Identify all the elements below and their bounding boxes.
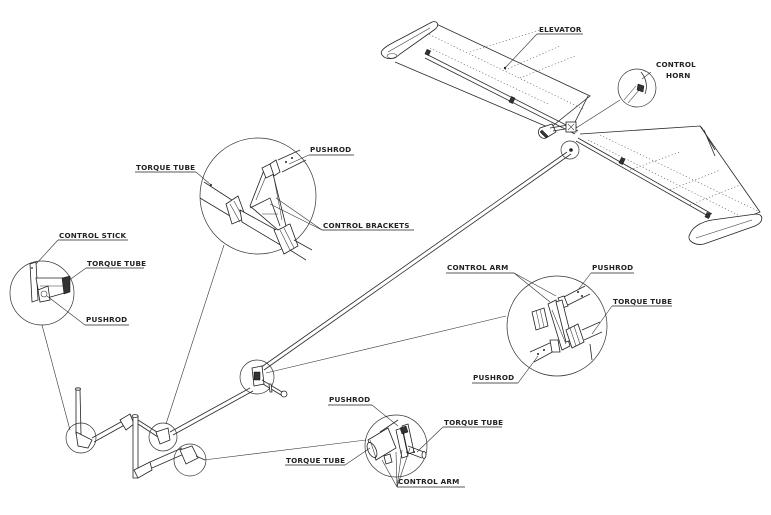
label-brackets-torque-tube: TORQUE TUBE [135, 163, 212, 186]
label-arm-pushrod-bottom: PUSHROD [472, 355, 539, 384]
lower-arm-circle [173, 443, 207, 477]
stick-joint-circle [65, 422, 97, 454]
control-stick-detail [9, 260, 75, 326]
control-brackets-label: CONTROL BRACKETS [323, 221, 410, 230]
control-stick [75, 389, 82, 435]
lower-pushrod [169, 387, 254, 436]
brackets-callout-line [165, 244, 225, 425]
label-bottom-torque-tube-left: TORQUE TUBE [285, 447, 371, 466]
bottom-torque-tube-right-label: TORQUE TUBE [444, 418, 503, 427]
control-stick-label: CONTROL STICK [59, 231, 126, 240]
upper-arm-circle [148, 422, 178, 452]
arm-torque-tube-label: TORQUE TUBE [613, 297, 672, 306]
pushrod-joint-detail [239, 359, 288, 398]
label-stick-pushrod: PUSHROD [46, 295, 129, 326]
label-arm-torque-tube: TORQUE TUBE [591, 297, 672, 335]
label-stick-torque-tube: TORQUE TUBE [67, 259, 146, 282]
control-arm-detail [506, 275, 608, 377]
control-horn-label-line1: CONTROL [656, 60, 696, 69]
main-pushrod [259, 151, 572, 371]
stick-pushrod-label: PUSHROD [86, 315, 127, 324]
control-brackets-detail [199, 137, 317, 261]
bottom-pushrod-label: PUSHROD [329, 395, 370, 404]
arm-control-arm-label: CONTROL ARM [447, 263, 508, 272]
horn-joint-circle [560, 140, 580, 160]
label-bottom-torque-tube-right: TORQUE TUBE [416, 418, 503, 453]
control-horn-label-line2: HORN [666, 71, 690, 80]
brackets-pushrod-label: PUSHROD [310, 145, 351, 154]
arm-pushrod-bottom-label: PUSHROD [473, 373, 514, 382]
label-arm-pushrod-top: PUSHROD [577, 263, 634, 291]
label-control-horn: CONTROL HORN [656, 60, 696, 80]
stick-callout-line [41, 324, 71, 431]
brackets-torque-tube-label: TORQUE TUBE [136, 163, 195, 172]
control-horn-detail [575, 68, 657, 129]
label-control-brackets: CONTROL BRACKETS [269, 197, 414, 231]
stick-torque-tube-label: TORQUE TUBE [87, 259, 146, 268]
label-control-stick: CONTROL STICK [35, 231, 128, 265]
stick-mechanism [65, 387, 207, 479]
arm-pushrod-top-label: PUSHROD [592, 263, 633, 272]
bottom-callout-line [203, 439, 367, 461]
bottom-torque-tube-left-label: TORQUE TUBE [286, 456, 345, 465]
right-tip-cap [688, 213, 763, 245]
label-bottom-pushrod: PUSHROD [328, 395, 399, 427]
label-brackets-pushrod: PUSHROD [288, 145, 354, 165]
label-bottom-control-arm: CONTROL ARM [381, 447, 465, 488]
bottom-arm-detail [364, 414, 428, 478]
elevator-label: ELEVATOR [539, 25, 582, 34]
label-elevator: ELEVATOR [504, 25, 583, 69]
arm-callout-line [265, 315, 507, 374]
elevator-assembly [380, 21, 763, 245]
label-arm-control-arm: CONTROL ARM [446, 263, 557, 303]
bottom-control-arm-label: CONTROL ARM [398, 477, 459, 486]
